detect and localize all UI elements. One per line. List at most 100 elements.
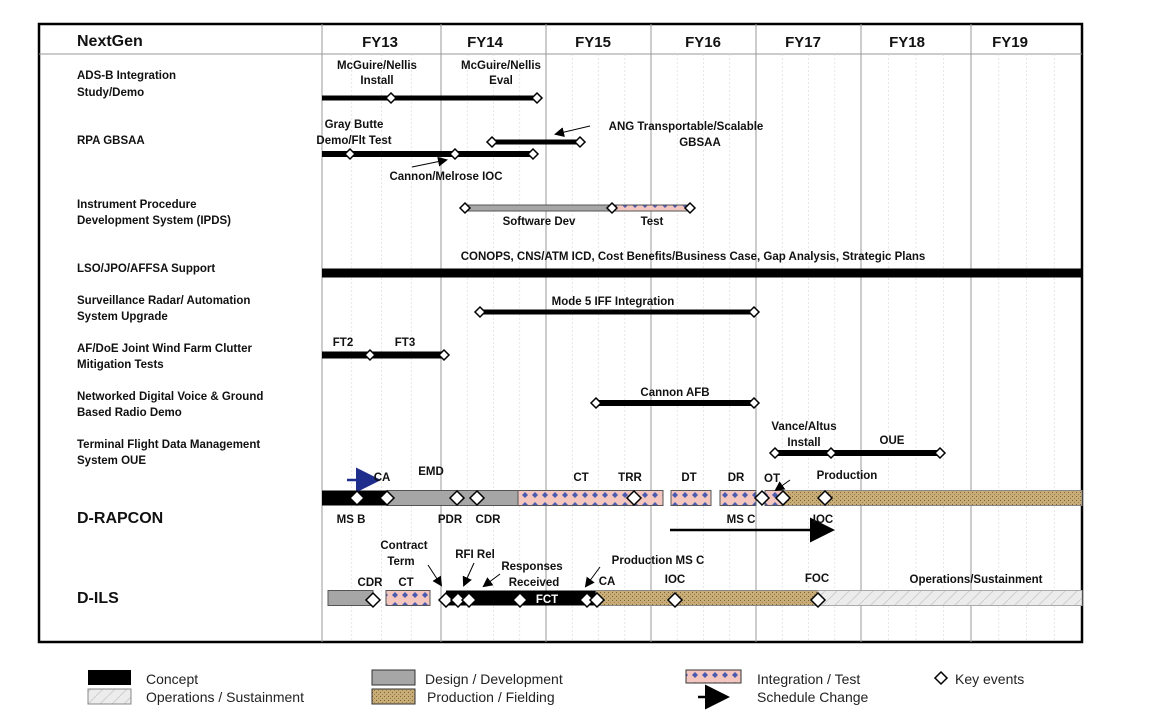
key-event-diamond: [933, 446, 947, 460]
bar-adsb: [322, 95, 537, 101]
anno-dr: DR: [728, 472, 745, 484]
row-label: Terminal Flight Data Management: [77, 439, 260, 451]
legend-label-schedule-change: Schedule Change: [757, 689, 869, 705]
anno-ca-dils: CA: [599, 576, 616, 588]
legend-label-design: Design / Development: [425, 671, 563, 687]
anno-responses-1: Responses: [501, 561, 562, 573]
key-event-diamond: [343, 147, 357, 161]
legend-label-key-events: Key events: [955, 671, 1024, 687]
bar-drapcon-dr: [719, 490, 757, 506]
legend-label-ops: Operations / Sustainment: [146, 689, 304, 705]
bar-terminal-flight: [775, 450, 940, 456]
bar-drapcon-dt: [670, 490, 712, 506]
fy-label-fy16: FY16: [685, 34, 721, 51]
bar-lso-support: [322, 268, 1082, 278]
bar-drapcon-ct: [517, 490, 664, 506]
key-event-diamond: [589, 396, 603, 410]
bar-rpa-ang: [492, 139, 580, 145]
legend-swatch-production: [371, 688, 416, 705]
anno-ang-1: ANG Transportable/Scalable: [609, 121, 764, 133]
key-event-diamond: [364, 591, 382, 609]
legend-swatch-integration: [685, 669, 742, 684]
anno-ops-sustain: Operations/Sustainment: [910, 574, 1043, 586]
key-event-diamond: [573, 135, 587, 149]
key-event-diamond: [824, 446, 838, 460]
key-event-diamond: [378, 489, 396, 507]
anno-production-ms-c: Production MS C: [612, 555, 705, 567]
legend-label-production: Production / Fielding: [427, 689, 555, 705]
legend: Concept Operations / Sustainment Design …: [87, 669, 1024, 710]
anno-ms-c: MS C: [727, 514, 756, 526]
key-event-diamond: [605, 201, 619, 215]
anno-cdr-dils: CDR: [358, 577, 384, 589]
annotations: McGuire/Nellis Install McGuire/Nellis Ev…: [316, 60, 1042, 606]
key-event-diamond: [816, 489, 834, 507]
row-label: RPA GBSAA: [77, 135, 145, 147]
row-label: Surveillance Radar/ Automation: [77, 295, 250, 307]
anno-ft2: FT2: [333, 337, 353, 349]
row-label: Based Radio Demo: [77, 407, 182, 419]
anno-mcguire-install-1: McGuire/Nellis: [337, 60, 417, 72]
legend-swatch-ops: [87, 688, 132, 705]
anno-vance-1: Vance/Altus: [771, 421, 836, 433]
fy-label-fy19: FY19: [992, 34, 1028, 51]
key-event-diamond: [437, 591, 455, 609]
key-event-diamond: [437, 348, 451, 362]
key-event-diamond: [473, 305, 487, 319]
anno-software-dev: Software Dev: [503, 216, 576, 228]
anno-cannon-melrose: Cannon/Melrose IOC: [389, 171, 502, 183]
anno-dt: DT: [681, 472, 696, 484]
bar-dils-cdr: [327, 590, 374, 606]
row-label: Networked Digital Voice & Ground: [77, 391, 263, 403]
schedule-bars: [322, 95, 1083, 606]
legend-swatch-concept: [88, 670, 131, 685]
anno-ot: OT: [764, 473, 780, 485]
legend-key-events-icon: [933, 670, 949, 686]
legend-label-integration: Integration / Test: [757, 671, 860, 687]
anno-contract-term-1: Contract: [380, 540, 427, 552]
chart-frame: [37, 22, 1084, 644]
key-event-diamond: [809, 591, 827, 609]
row-label: D-RAPCON: [77, 510, 163, 527]
anno-gray-butte-1: Gray Butte: [325, 119, 384, 131]
key-event-diamond: [747, 396, 761, 410]
bar-ipds-software-dev: [464, 204, 613, 212]
key-event-diamond: [511, 591, 529, 609]
anno-vance-2: Install: [787, 437, 820, 449]
anno-ioc-drapcon: IOC: [813, 514, 833, 526]
anno-contract-term-2: Term: [387, 556, 414, 568]
anno-fct: FCT: [536, 594, 558, 606]
row-label: D-ILS: [77, 590, 119, 607]
fy-label-fy14: FY14: [467, 34, 504, 51]
anno-test: Test: [641, 216, 664, 228]
row-label: System Upgrade: [77, 311, 168, 323]
row-label: Study/Demo: [77, 87, 144, 99]
bar-surveillance-radar: [480, 309, 754, 315]
anno-ft3: FT3: [395, 337, 415, 349]
anno-production: Production: [817, 470, 878, 482]
anno-responses-2: Received: [509, 577, 560, 589]
legend-label-concept: Concept: [146, 671, 198, 687]
key-event-diamond: [753, 489, 771, 507]
anno-mcguire-eval-2: Eval: [489, 75, 513, 87]
anno-ioc-dils: IOC: [665, 574, 685, 586]
anno-ms-b: MS B: [337, 514, 366, 526]
key-event-diamond: [768, 446, 782, 460]
anno-trr: TRR: [618, 472, 642, 484]
row-label: System OUE: [77, 455, 146, 467]
key-event-diamond: [526, 147, 540, 161]
row-label: Mitigation Tests: [77, 359, 164, 371]
key-event-diamond: [448, 147, 462, 161]
anno-cannon-afb: Cannon AFB: [640, 387, 709, 399]
key-event-diamond: [458, 201, 472, 215]
key-event-diamond: [348, 489, 366, 507]
legend-swatch-design: [371, 669, 416, 686]
key-event-diamond: [683, 201, 697, 215]
key-event-diamond: [449, 591, 467, 609]
key-event-markers: [343, 91, 947, 609]
key-event-diamond: [485, 135, 499, 149]
anno-ct-drapcon: CT: [573, 472, 588, 484]
key-event-diamond: [588, 591, 606, 609]
fy-label-fy17: FY17: [785, 34, 821, 51]
